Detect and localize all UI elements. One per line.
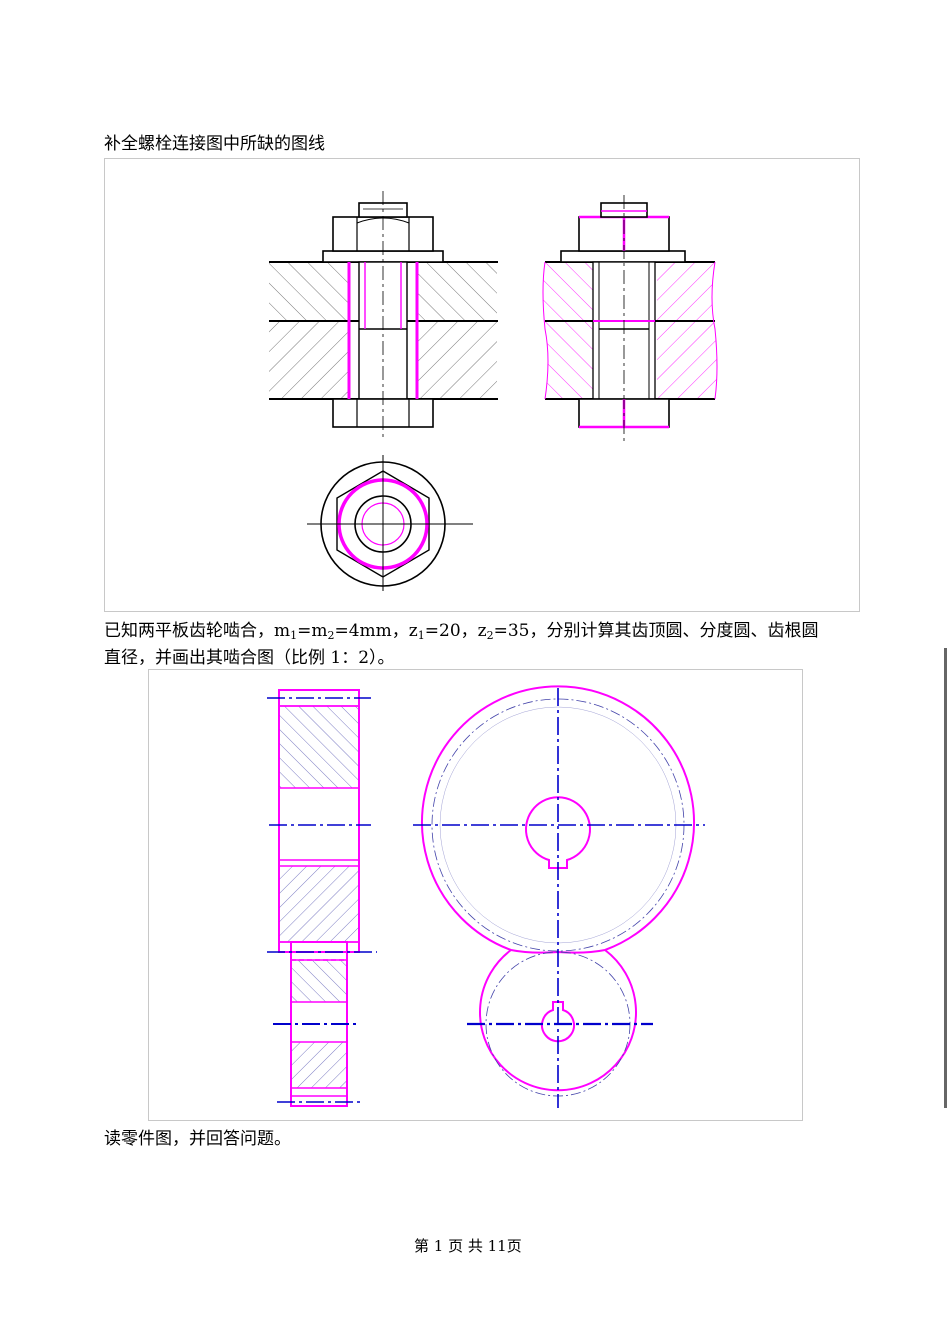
section1-title: 补全螺栓连接图中所缺的图线: [104, 134, 325, 154]
bolt-connection-figure: [104, 158, 860, 612]
bolt-connection-drawing: [269, 191, 718, 591]
gear-side-section: [267, 689, 377, 1107]
gear-problem-line1: 已知两平板齿轮啮合，m1=m2=4mm，z1=20，z2=35，分别计算其齿顶圆…: [104, 621, 819, 642]
bolt-side-view: [542, 195, 718, 441]
gear-front-view: [413, 685, 705, 1108]
page-edge-mark: [944, 648, 947, 1108]
page-footer: 第 1 页 共 11页: [414, 1237, 522, 1255]
gear-mesh-figure: [148, 669, 803, 1121]
gear-problem-line2: 直径，并画出其啮合图（比例 1：2）。: [104, 648, 395, 668]
bolt-front-view: [269, 191, 498, 441]
gear-mesh-drawing: [267, 685, 705, 1108]
section3-title: 读零件图，并回答问题。: [104, 1129, 291, 1149]
bolt-top-view: [307, 455, 473, 591]
